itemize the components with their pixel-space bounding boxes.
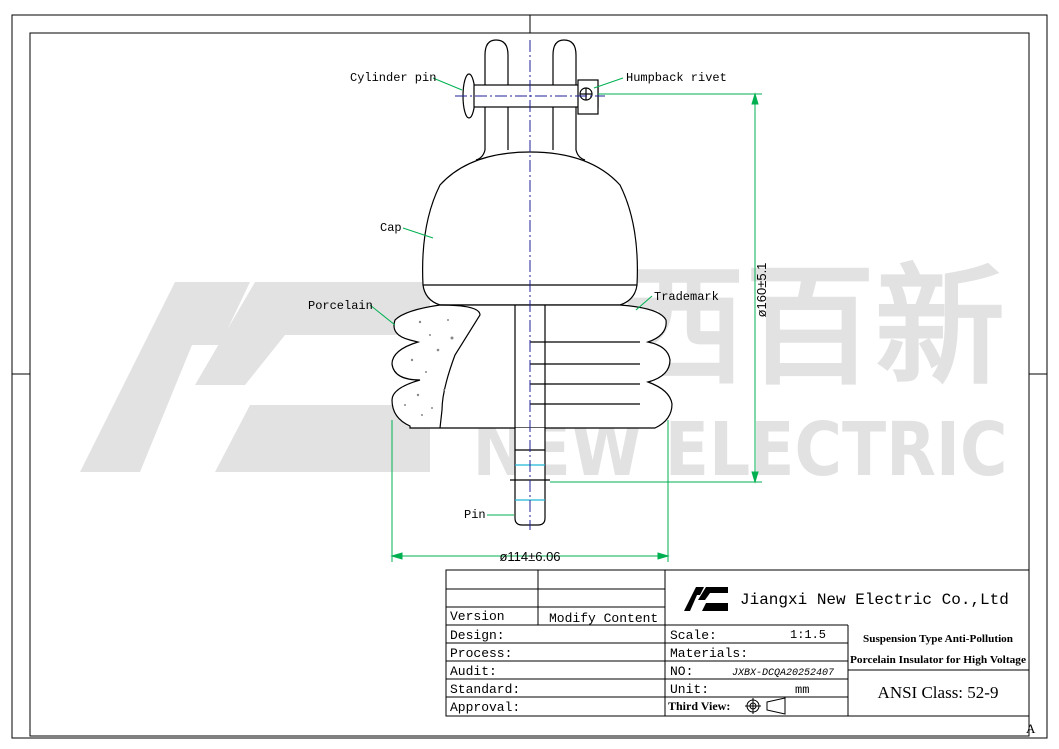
company-logo — [684, 587, 728, 611]
diameter-arrow-left — [390, 552, 403, 560]
version-label: Version — [450, 609, 505, 624]
label-pin: Pin — [464, 508, 486, 522]
scale-value: 1:1.5 — [790, 628, 826, 642]
porcelain-section — [439, 304, 481, 429]
company-name: Jiangxi New Electric Co.,Ltd — [740, 591, 1009, 609]
cement-bands — [530, 341, 640, 405]
porcelain-speckle — [404, 319, 454, 416]
standard-label: Standard: — [450, 682, 520, 697]
scale-label: Scale: — [670, 628, 717, 643]
product-title-line-1: Suspension Type Anti-Pollution — [863, 633, 1013, 645]
clevis-right-prong — [552, 39, 577, 150]
sheet-corner-letter: A — [1026, 721, 1036, 736]
label-cylinder-pin: Cylinder pin — [350, 71, 436, 85]
product-title-line-2: Porcelain Insulator for High Voltage — [850, 654, 1026, 666]
diameter-dimension-text: ø114±6.06 — [499, 549, 560, 564]
label-cap: Cap — [380, 221, 402, 235]
title-block — [445, 569, 1030, 717]
leader-cap — [402, 227, 434, 239]
ansi-class: ANSI Class: 52-9 — [878, 683, 999, 702]
approval-label: Approval: — [450, 700, 520, 715]
clevis-left-prong — [484, 39, 509, 150]
height-arrow-top — [751, 92, 759, 105]
leader-trademark — [635, 295, 653, 311]
leader-porcelain — [369, 304, 396, 326]
diameter-arrow-right — [657, 552, 670, 560]
dimension-lines — [369, 77, 762, 562]
leader-cylinder-pin — [432, 77, 463, 91]
label-humpback-rivet: Humpback rivet — [626, 71, 727, 85]
label-porcelain: Porcelain — [308, 299, 373, 313]
drawing-frame — [11, 14, 1048, 739]
height-arrow-bottom — [751, 471, 759, 484]
third-view-label: Third View: — [668, 699, 730, 713]
audit-label: Audit: — [450, 664, 497, 679]
part-labels: Cylinder pin Humpback rivet Cap Porcelai… — [308, 71, 727, 522]
leader-humpback-rivet — [593, 77, 624, 89]
label-trademark: Trademark — [654, 290, 719, 304]
process-label: Process: — [450, 646, 512, 661]
humpback-rivet — [577, 79, 599, 115]
modify-content-label: Modify Content — [549, 611, 658, 626]
clevis-base — [475, 149, 586, 161]
unit-label: Unit: — [670, 682, 709, 697]
design-label: Design: — [450, 628, 505, 643]
no-label: NO: — [670, 664, 693, 679]
watermark-logo — [80, 282, 430, 472]
no-value: JXBX-DCQA20252407 — [732, 668, 834, 679]
materials-label: Materials: — [670, 646, 748, 661]
height-dimension-text: ø160±5.1 — [754, 263, 769, 318]
porcelain-shed — [391, 304, 673, 429]
third-angle-projection-icon — [745, 697, 786, 715]
unit-value: mm — [795, 683, 809, 697]
centerlines — [455, 40, 605, 530]
